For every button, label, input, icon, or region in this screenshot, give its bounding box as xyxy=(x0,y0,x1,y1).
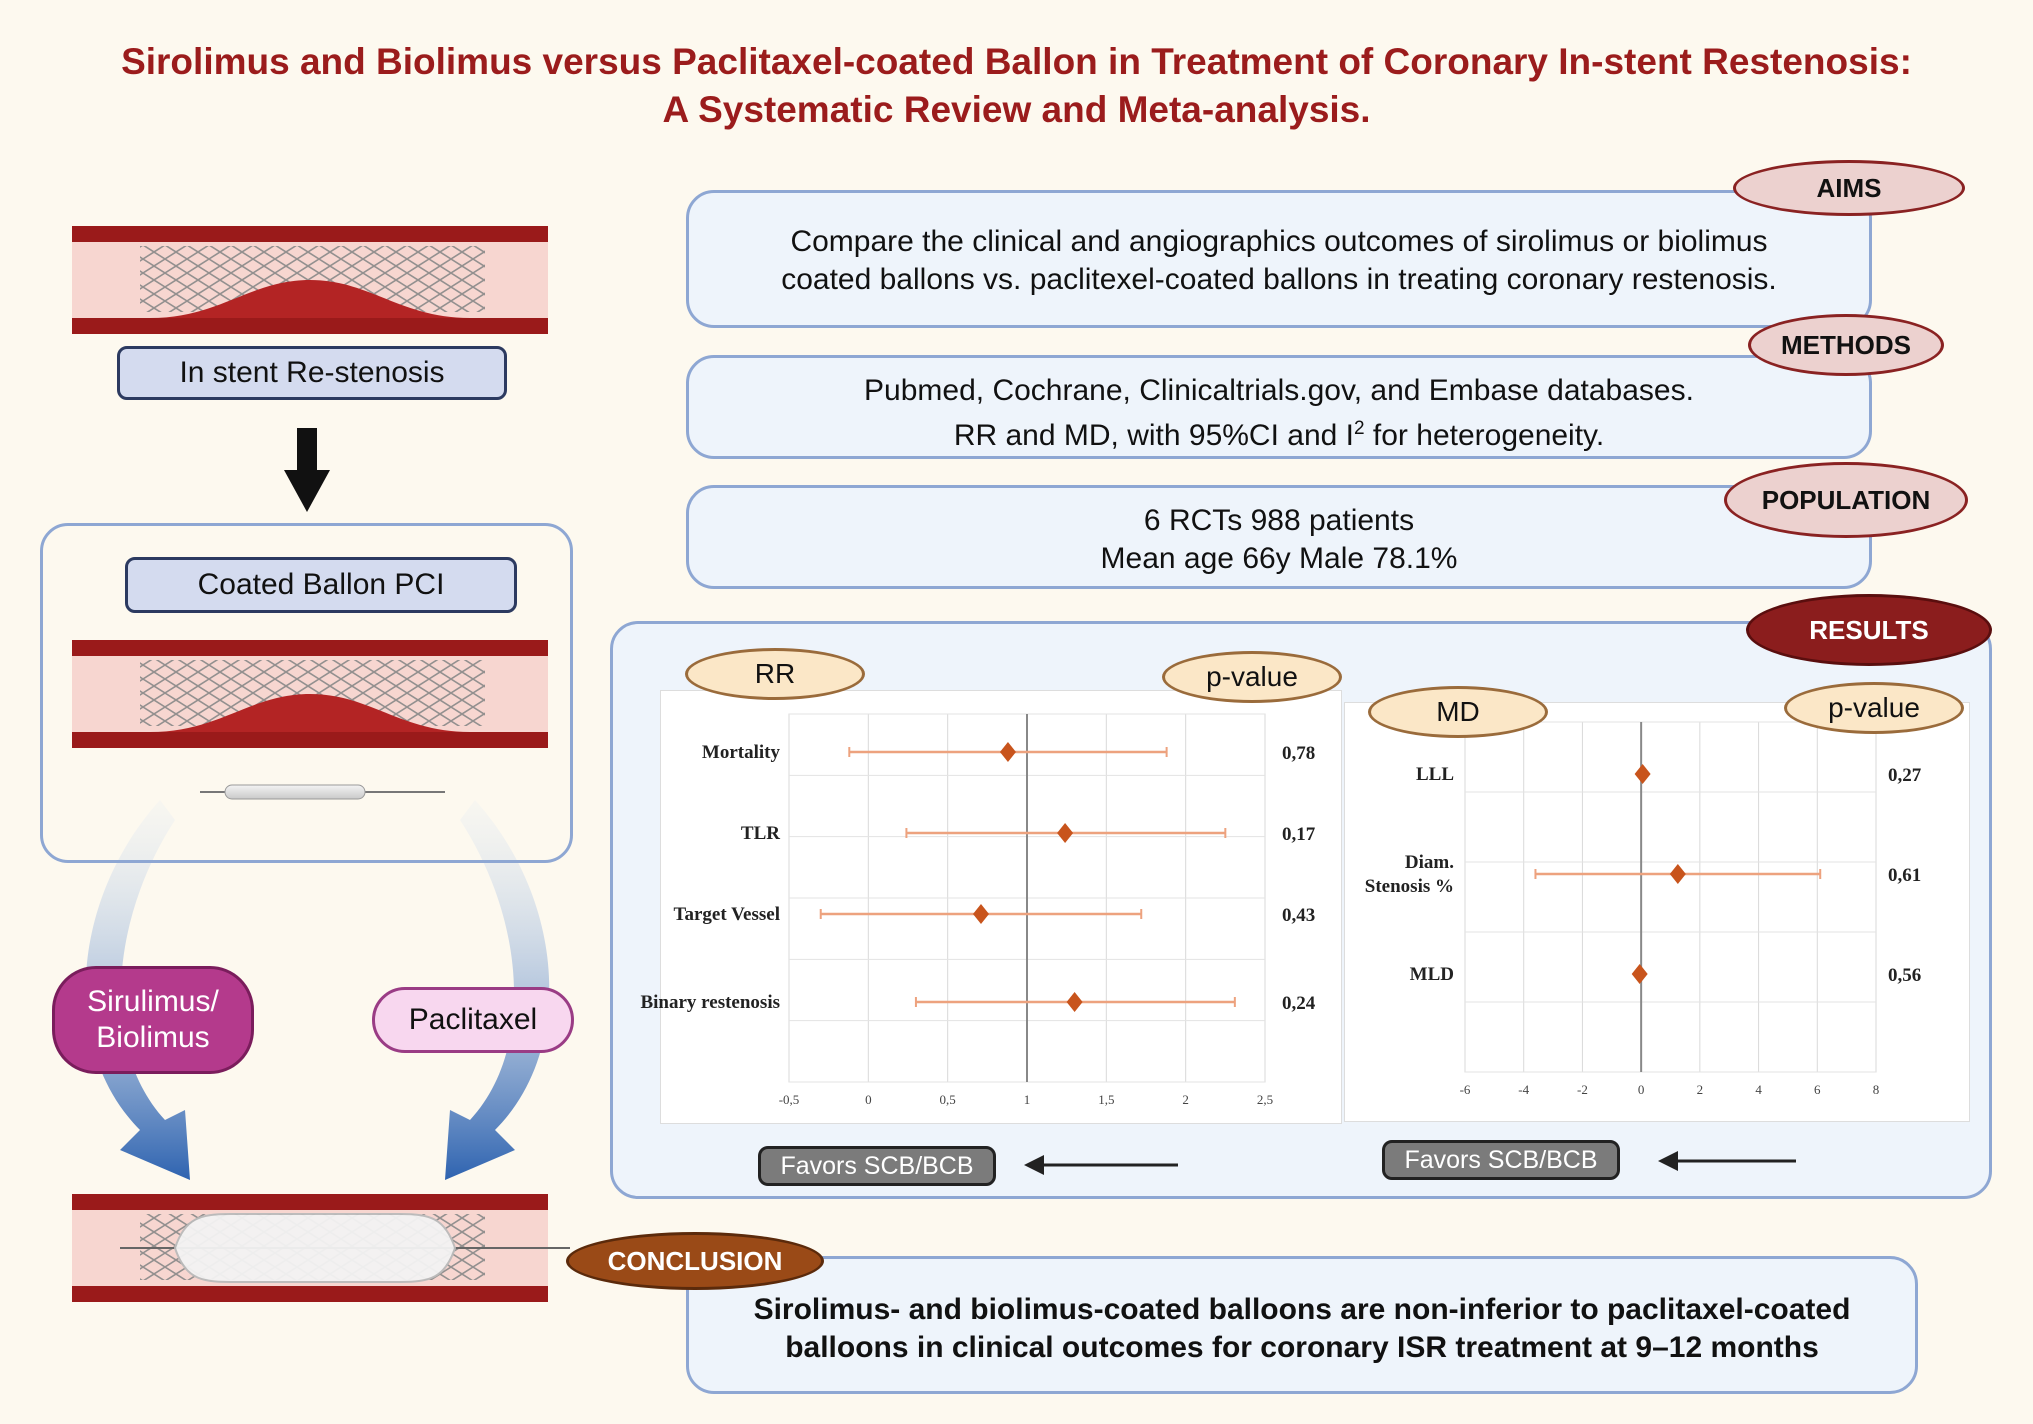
curved-arrow-right-icon xyxy=(445,800,550,1180)
isr-label: In stent Re-stenosis xyxy=(117,346,507,400)
aims-line-1: Compare the clinical and angiographics o… xyxy=(790,225,1768,258)
vessel-pci-illustration xyxy=(72,640,548,748)
aims-box: Compare the clinical and angiographics o… xyxy=(686,190,1872,328)
left-illustration xyxy=(72,226,570,1302)
x-tick-label: -0,5 xyxy=(779,1092,800,1107)
rr-tag: RR xyxy=(685,648,865,700)
plot-frame xyxy=(1464,721,1877,1073)
x-tick-label: 2 xyxy=(1697,1082,1704,1097)
x-tick-label: 0 xyxy=(865,1092,872,1107)
x-tick-label: 8 xyxy=(1873,1082,1880,1097)
population-line-1: 6 RCTs 988 patients xyxy=(1143,504,1415,537)
x-tick-label: -2 xyxy=(1577,1082,1588,1097)
x-tick-label: 4 xyxy=(1755,1082,1762,1097)
x-tick-label: 0,5 xyxy=(940,1092,956,1107)
x-tick-label: 2,5 xyxy=(1257,1092,1273,1107)
population-line-2: Mean age 66y Male 78.1% xyxy=(1100,542,1458,575)
conclusion-line-2: balloons in clinical outcomes for corona… xyxy=(785,1331,1819,1364)
paclitaxel-label: Paclitaxel xyxy=(372,987,574,1053)
x-tick-label: 1 xyxy=(1024,1092,1031,1107)
p-value-label: 0,78 xyxy=(1282,743,1315,764)
sirolimus-biolimus-label: Sirulimus/ Biolimus xyxy=(52,966,254,1074)
balloon-catheter-icon xyxy=(200,784,445,800)
category-label: Target Vessel xyxy=(674,904,780,925)
pci-box xyxy=(40,523,573,863)
category-label: Mortality xyxy=(702,742,781,763)
favors-rr-label: Favors SCB/BCB xyxy=(758,1146,996,1186)
title-line-2: A Systematic Review and Meta-analysis. xyxy=(662,89,1371,130)
conclusion-tag: CONCLUSION xyxy=(566,1232,824,1290)
down-arrow-icon xyxy=(284,428,330,512)
methods-line-2-text: RR and MD, with 95%CI and I xyxy=(953,419,1354,452)
sirolimus-label-line-1: Sirulimus/ xyxy=(87,985,219,1018)
p-value-label: 0,27 xyxy=(1888,765,1922,786)
category-label: TLR xyxy=(741,823,780,844)
population-box: 6 RCTs 988 patients Mean age 66y Male 78… xyxy=(686,485,1872,589)
methods-line-2-tail: for heterogeneity. xyxy=(1364,419,1605,452)
category-label: MLD xyxy=(1410,964,1454,985)
conclusion-line-1: Sirolimus- and biolimus-coated balloons … xyxy=(753,1293,1851,1326)
rr-pvalue-tag: p-value xyxy=(1162,651,1342,703)
rr-chart-panel xyxy=(660,690,1342,1124)
category-label: Diam. xyxy=(1405,852,1454,873)
x-tick-label: 6 xyxy=(1814,1082,1821,1097)
sirolimus-label-line-2: Biolimus xyxy=(96,1021,210,1054)
curved-arrow-left-icon xyxy=(85,800,190,1180)
left-arrow-rr-icon xyxy=(1024,1155,1178,1175)
p-value-label: 0,17 xyxy=(1282,824,1316,845)
left-arrow-md-icon xyxy=(1658,1151,1796,1171)
md-chart-panel xyxy=(1344,702,1970,1122)
aims-tag: AIMS xyxy=(1733,160,1965,216)
category-label: Binary restenosis xyxy=(640,992,780,1013)
pci-label: Coated Ballon PCI xyxy=(125,557,517,613)
methods-line-2: RR and MD, with 95%CI and I2 for heterog… xyxy=(689,410,1869,455)
p-value-label: 0,24 xyxy=(1282,993,1316,1014)
x-tick-label: -4 xyxy=(1518,1082,1529,1097)
point-estimate-marker xyxy=(1057,823,1074,843)
aims-line-2: coated ballons vs. paclitexel-coated bal… xyxy=(781,263,1777,296)
x-tick-label: -6 xyxy=(1460,1082,1471,1097)
p-value-label: 0,61 xyxy=(1888,865,1921,886)
results-tag: RESULTS xyxy=(1746,594,1992,666)
md-pvalue-tag: p-value xyxy=(1784,682,1964,734)
methods-tag: METHODS xyxy=(1748,314,1944,376)
point-estimate-marker xyxy=(999,742,1016,762)
point-estimate-marker xyxy=(1669,864,1686,884)
methods-line-1: Pubmed, Cochrane, Clinicaltrials.gov, an… xyxy=(864,374,1694,407)
x-tick-label: 1,5 xyxy=(1098,1092,1114,1107)
methods-superscript: 2 xyxy=(1354,418,1365,439)
x-tick-label: 0 xyxy=(1638,1082,1645,1097)
p-value-label: 0,56 xyxy=(1888,965,1921,986)
md-tag: MD xyxy=(1368,686,1548,738)
vessel-balloon-illustration xyxy=(72,1194,570,1302)
point-estimate-marker xyxy=(972,904,989,924)
favors-md-label: Favors SCB/BCB xyxy=(1382,1140,1620,1180)
category-label: LLL xyxy=(1416,764,1454,785)
population-tag: POPULATION xyxy=(1724,462,1968,538)
point-estimate-marker xyxy=(1634,764,1651,784)
p-value-label: 0,43 xyxy=(1282,905,1315,926)
conclusion-box: Sirolimus- and biolimus-coated balloons … xyxy=(686,1256,1918,1394)
page-title: Sirolimus and Biolimus versus Paclitaxel… xyxy=(0,38,2033,134)
title-line-1: Sirolimus and Biolimus versus Paclitaxel… xyxy=(121,41,1912,82)
methods-box: Pubmed, Cochrane, Clinicaltrials.gov, an… xyxy=(686,355,1872,459)
point-estimate-marker xyxy=(1631,964,1648,984)
category-label: Stenosis % xyxy=(1365,876,1454,897)
x-tick-label: 2 xyxy=(1182,1092,1189,1107)
point-estimate-marker xyxy=(1066,992,1083,1012)
vessel-restenosis-illustration xyxy=(72,226,548,334)
